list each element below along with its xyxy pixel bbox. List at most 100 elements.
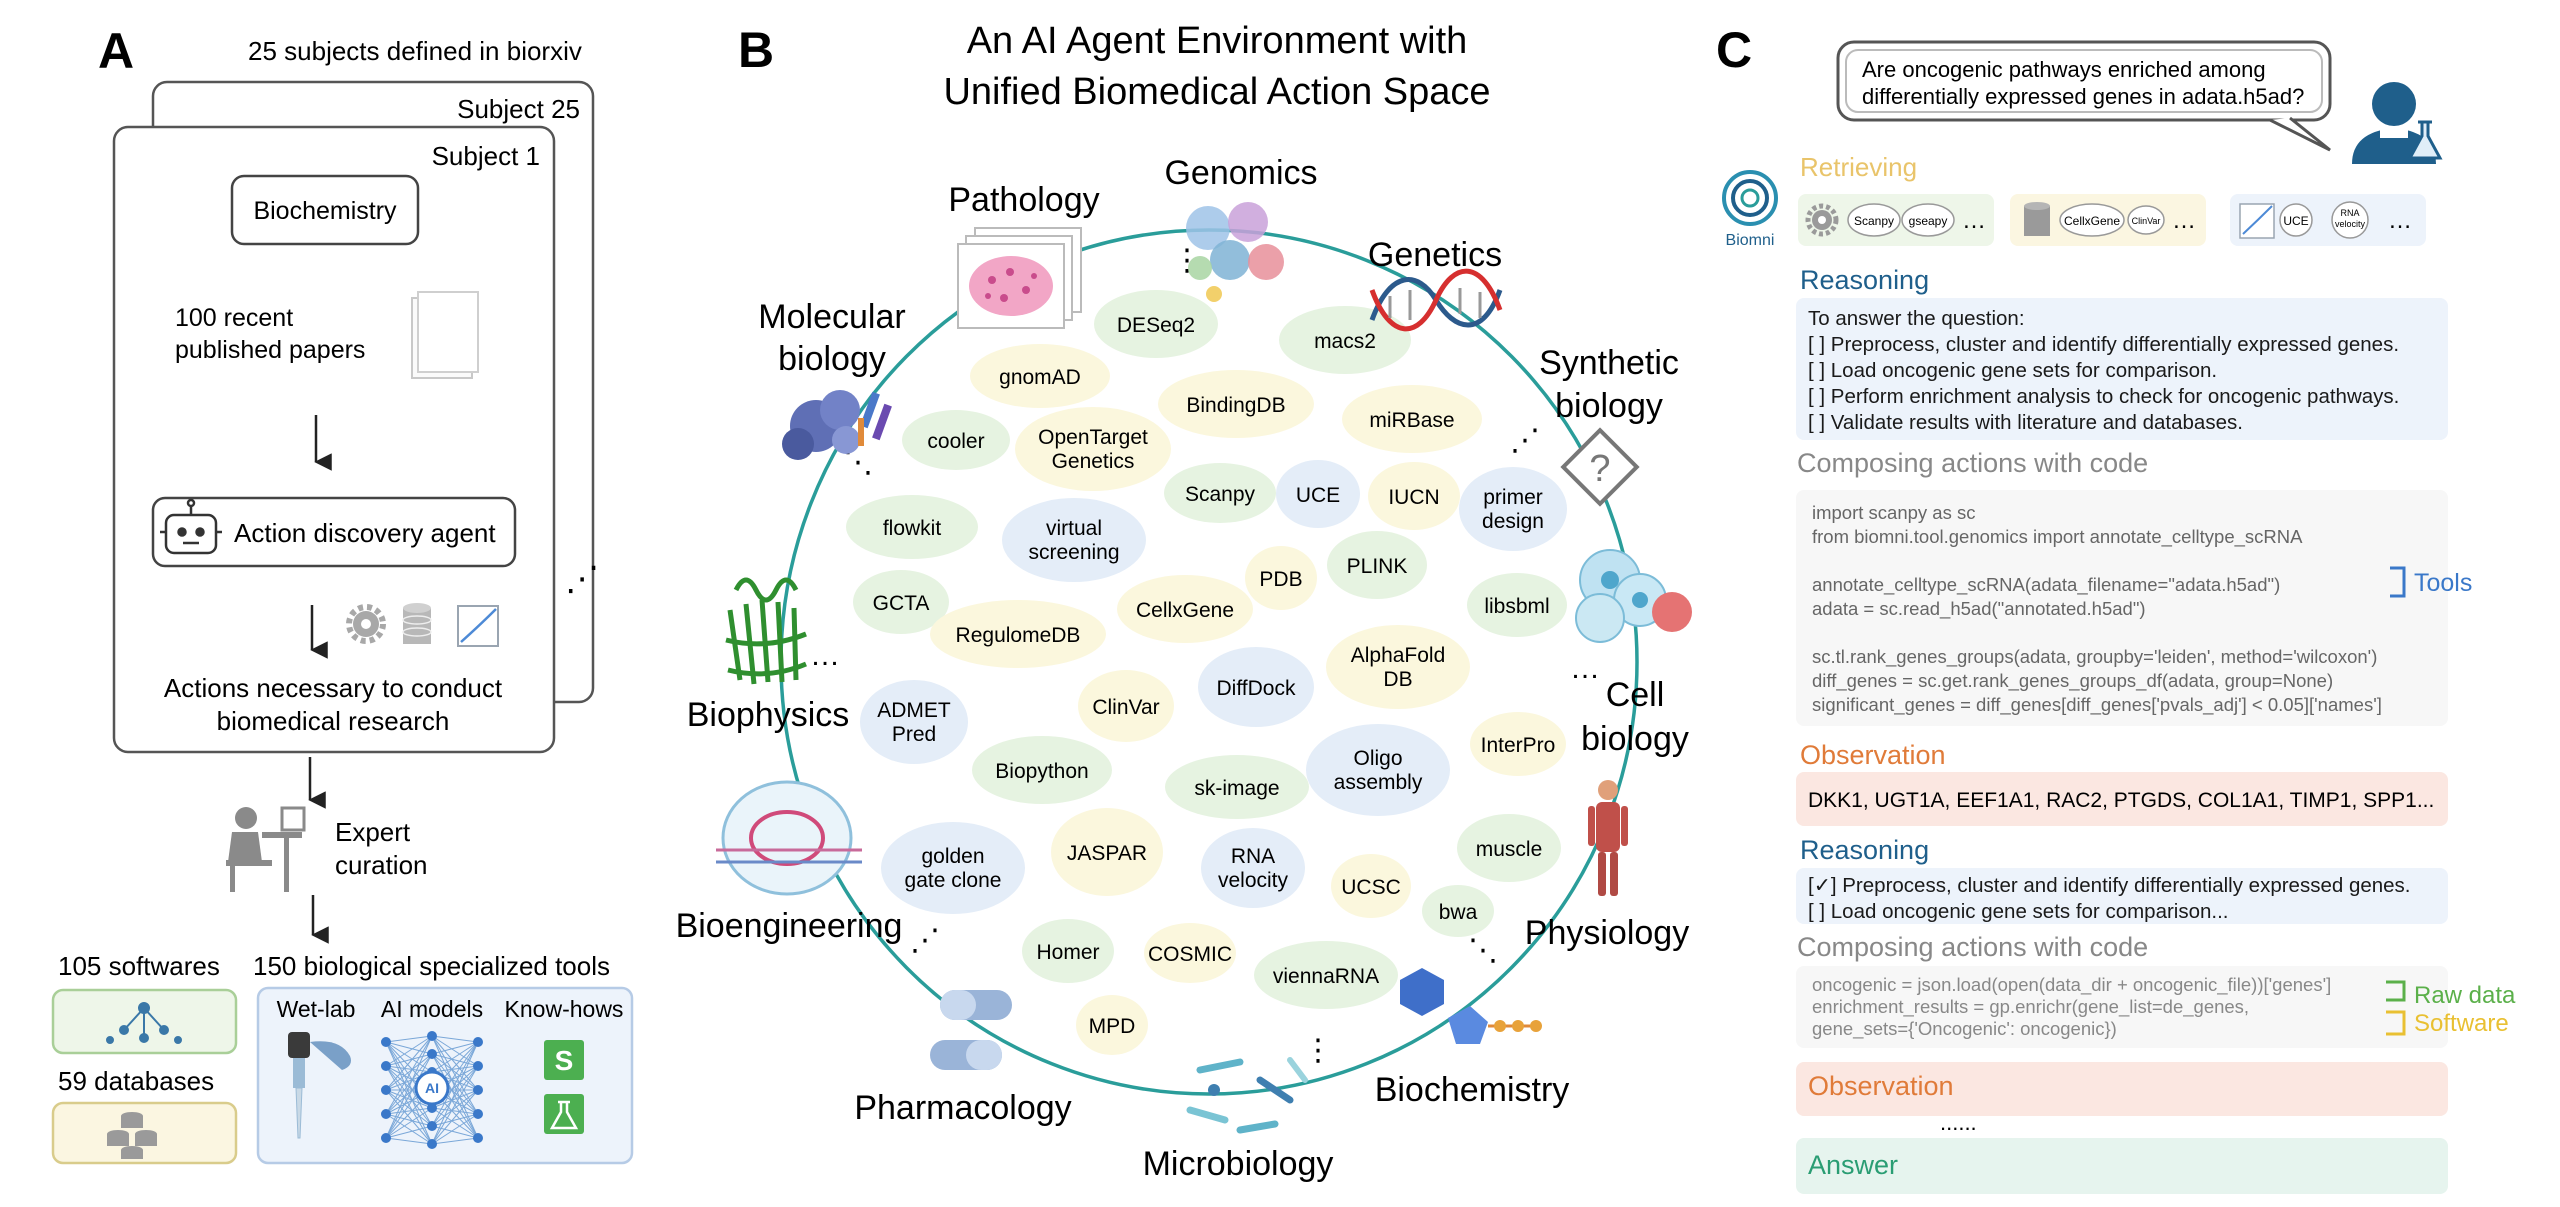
tool-bubble-label: screening xyxy=(1028,541,1119,564)
code2-line: oncogenic = json.load(open(data_dir + on… xyxy=(1812,974,2331,996)
cells-cluster-icon xyxy=(1575,549,1692,643)
ellipsis-biophysics: … xyxy=(810,639,840,672)
dna-helix-icon xyxy=(1369,268,1503,332)
tool-bubble-label: DiffDock xyxy=(1217,677,1296,700)
code1-line: import scanpy as sc xyxy=(1812,502,1975,523)
tools-label: 150 biological specialized tools xyxy=(253,951,610,981)
tool-bubble-label: virtual xyxy=(1046,517,1102,540)
network-icon xyxy=(106,1002,182,1044)
tool-bubble-shape xyxy=(1164,463,1276,523)
field-molecular-biology-2: biology xyxy=(778,340,886,378)
reasoning1-line: [ ] Perform enrichment analysis to check… xyxy=(1808,385,2399,408)
reasoning2-line: [ ] Load oncogenic gene sets for compari… xyxy=(1808,900,2229,923)
tool-bubble-label: gnomAD xyxy=(999,366,1081,389)
chart-icon xyxy=(457,605,499,647)
tool-bubble-shape xyxy=(1022,919,1114,983)
retrieve-model-velocity-label: velocity xyxy=(2335,219,2366,229)
tool-bubble-plink: PLINK xyxy=(1327,531,1427,599)
retrieve-tool-scanpy xyxy=(1847,203,1901,237)
observation1-box xyxy=(1796,772,2448,826)
expert-icon xyxy=(226,806,306,892)
tool-bubble-label: Genetics xyxy=(1052,450,1135,473)
tool-bubble-label: ADMET xyxy=(877,699,951,722)
retrieve-tool-gseapy-label: gseapy xyxy=(1909,214,1948,228)
knowhow-s-glyph: S xyxy=(555,1045,574,1076)
tool-bubble-label: MPD xyxy=(1089,1015,1136,1038)
tool-bubble-shape xyxy=(846,495,978,559)
retrieve-more-2: … xyxy=(2172,207,2196,234)
reasoning1-line: [ ] Load oncogenic gene sets for compari… xyxy=(1808,359,2217,382)
subject-ellipsis: ⋰ xyxy=(565,560,599,598)
field-cell-biology-2: biology xyxy=(1581,720,1689,758)
software-tag: Software xyxy=(2414,1010,2509,1037)
code2-box xyxy=(1796,966,2448,1048)
code1-line: significant_genes = diff_genes[diff_gene… xyxy=(1812,694,2382,716)
scientist-icon xyxy=(2352,82,2443,164)
observation1-text: DKK1, UGT1A, EEF1A1, RAC2, PTGDS, COL1A1… xyxy=(1808,789,2434,812)
tool-bubble-shape xyxy=(1342,385,1482,453)
panel-b: B An AI Agent Environment with Unified B… xyxy=(676,20,1692,1183)
code1-line: from biomni.tool.genomics import annotat… xyxy=(1812,526,2303,548)
code1-lines: import scanpy as sc from biomni.tool.geno… xyxy=(1812,502,2382,716)
tools-tag: Tools xyxy=(2414,569,2472,597)
code1-line: diff_genes = sc.get.rank_genes_groups_df… xyxy=(1812,670,2333,692)
reasoning1-box xyxy=(1796,298,2448,440)
svg-text:?: ? xyxy=(1589,448,1610,490)
tool-bubble-label: RegulomeDB xyxy=(956,624,1081,647)
pipette-icon xyxy=(288,1032,351,1139)
field-genetics: Genetics xyxy=(1368,236,1502,274)
tools-bracket xyxy=(2390,566,2406,598)
tool-bubble-label: PLINK xyxy=(1347,555,1408,578)
tool-bubble-label: DESeq2 xyxy=(1117,314,1195,337)
tool-bubble-shape xyxy=(1326,625,1470,709)
question-line2: differentially expressed genes in adata.… xyxy=(1862,84,2304,109)
retrieve-gear-icon xyxy=(1805,203,1839,237)
field-pathology: Pathology xyxy=(948,181,1099,219)
field-biochemistry: Biochemistry xyxy=(1375,1071,1570,1109)
databases-label: 59 databases xyxy=(58,1066,214,1096)
tool-bubble-cosmic: COSMIC xyxy=(1144,923,1236,983)
retrieve-tool-scanpy-label: Scanpy xyxy=(1854,214,1894,228)
pills-icon xyxy=(930,990,1012,1070)
question-bubble: Are oncogenic pathways enriched among di… xyxy=(1836,40,2332,152)
tool-bubble-iucn: IUCN xyxy=(1368,462,1460,530)
retrieve-model-rna-velocity xyxy=(2331,201,2369,239)
tool-bubble-label: assembly xyxy=(1334,771,1423,794)
field-bioengineering: Bioengineering xyxy=(676,907,903,945)
code1-line: sc.tl.rank_genes_groups(adata, groupby='… xyxy=(1812,646,2377,668)
tool-bubble-label: golden xyxy=(921,845,984,868)
tool-bubble-label: primer xyxy=(1483,486,1543,509)
tool-bubble-bwa: bwa xyxy=(1422,885,1494,937)
tool-bubble-biopython: Biopython xyxy=(972,736,1112,804)
tool-bubble-cooler: cooler xyxy=(902,410,1010,470)
actions-line2: biomedical research xyxy=(217,706,450,736)
tool-bubble-shape xyxy=(1254,941,1398,1009)
gfp-barrel-icon xyxy=(725,577,807,685)
field-genomics: Genomics xyxy=(1164,154,1317,192)
retrieve-more-3: … xyxy=(2388,207,2412,234)
tool-bubble-label: Biopython xyxy=(995,760,1088,783)
field-pharmacology: Pharmacology xyxy=(854,1089,1071,1127)
tool-bubble-label: macs2 xyxy=(1314,330,1376,353)
field-microbiology: Microbiology xyxy=(1143,1145,1334,1183)
retrieve-tool-gseapy xyxy=(1901,203,1955,237)
biomni-logo: Biomni xyxy=(1722,170,1778,249)
tool-bubble-label: BindingDB xyxy=(1186,394,1285,417)
tool-bubble-label: miRBase xyxy=(1369,409,1454,432)
tool-bubble-shape xyxy=(1470,712,1566,776)
title-line2: Unified Biomedical Action Space xyxy=(943,71,1490,113)
answer-box xyxy=(1796,1138,2448,1194)
retrieve-db-cellxgene-label: CellxGene xyxy=(2064,214,2120,228)
subject-25-label: Subject 25 xyxy=(457,94,580,124)
panel-c: C Are oncogenic pathways enriched among … xyxy=(1716,22,2516,1194)
reasoning1-title: Reasoning xyxy=(1800,265,1929,295)
tool-bubble-label: AlphaFold xyxy=(1351,644,1446,667)
tool-bubble-shape xyxy=(1076,995,1148,1055)
tool-bubble-mirbase: miRBase xyxy=(1342,385,1482,453)
subject-example-box xyxy=(230,174,420,246)
